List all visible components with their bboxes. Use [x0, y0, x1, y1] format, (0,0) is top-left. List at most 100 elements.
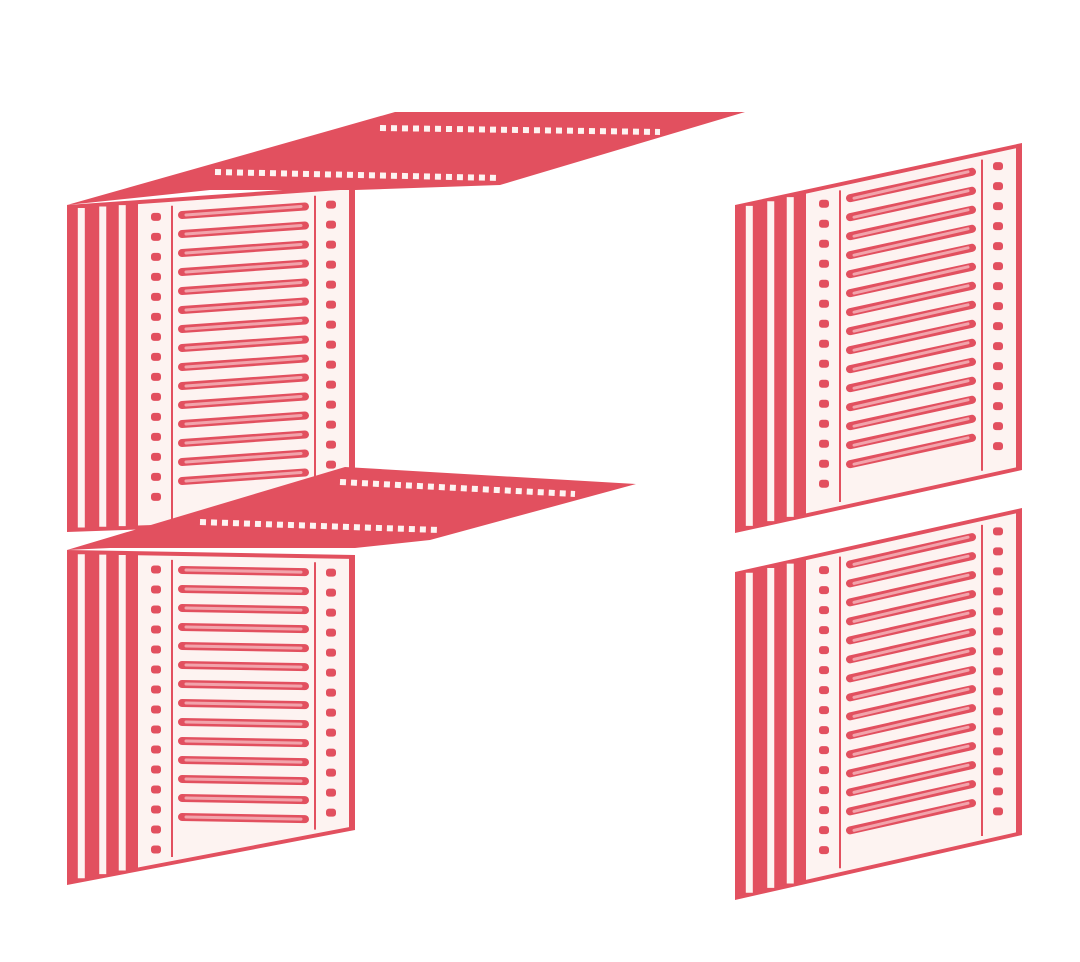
sprocket-hole	[819, 319, 829, 328]
sprocket-hole	[151, 352, 161, 361]
sprocket-hole	[326, 768, 336, 777]
sprocket-hole	[326, 748, 336, 757]
print-line-highlight	[852, 208, 970, 238]
sprocket-hole	[326, 608, 336, 617]
print-line-highlight	[184, 587, 303, 593]
sprocket-hole	[151, 492, 161, 501]
sprocket-hole	[326, 688, 336, 697]
sprocket-hole	[819, 806, 829, 815]
sprocket-hole	[151, 565, 161, 574]
sprocket-hole	[151, 292, 161, 301]
sprocket-hole	[993, 362, 1003, 371]
sprocket-hole	[993, 202, 1003, 211]
sprocket-hole	[326, 200, 336, 209]
sprocket-hole	[326, 808, 336, 817]
sprocket-hole	[819, 766, 829, 775]
sprocket-hole	[326, 588, 336, 597]
sprocket-hole	[326, 300, 336, 309]
sprocket-hole	[993, 322, 1003, 331]
sprocket-hole	[151, 392, 161, 401]
print-line-highlight	[184, 394, 303, 407]
print-line-highlight	[184, 413, 303, 426]
sprocket-hole	[326, 260, 336, 269]
print-line-highlight	[852, 630, 970, 661]
print-line-highlight	[184, 682, 303, 688]
print-line-highlight	[184, 758, 303, 764]
sprocket-hole	[993, 687, 1003, 696]
sprocket-hole	[993, 747, 1003, 756]
sprocket-hole	[819, 479, 829, 488]
print-line-highlight	[184, 625, 303, 631]
print-line-highlight	[852, 763, 970, 794]
sprocket-hole	[151, 785, 161, 794]
sprocket-hole	[819, 826, 829, 835]
sprocket-hole	[151, 452, 161, 461]
paper-face	[138, 555, 349, 868]
sprocket-hole	[151, 685, 161, 694]
sprocket-hole	[993, 707, 1003, 716]
sprocket-hole	[326, 568, 336, 577]
sprocket-hole	[151, 725, 161, 734]
print-line-highlight	[852, 436, 970, 466]
sprocket-hole	[151, 625, 161, 634]
print-line-highlight	[184, 470, 303, 483]
print-line-highlight	[184, 644, 303, 650]
sprocket-hole	[326, 728, 336, 737]
print-line-highlight	[852, 284, 970, 314]
print-line-highlight	[184, 720, 303, 726]
sprocket-hole	[326, 280, 336, 289]
print-line-highlight	[184, 432, 303, 445]
sprocket-hole	[326, 360, 336, 369]
sprocket-hole	[819, 199, 829, 208]
sprocket-hole	[326, 420, 336, 429]
sprocket-hole	[819, 746, 829, 755]
sprocket-hole	[819, 399, 829, 408]
sprocket-hole	[993, 302, 1003, 311]
letter-f-top-arm	[67, 112, 745, 205]
print-line-highlight	[852, 687, 970, 718]
sprocket-hole	[151, 472, 161, 481]
sprocket-hole	[819, 379, 829, 388]
sprocket-hole	[326, 320, 336, 329]
print-line-highlight	[852, 668, 970, 699]
sprocket-hole	[326, 340, 336, 349]
sprocket-hole	[993, 547, 1003, 556]
sprocket-hole	[819, 566, 829, 575]
bar-perforation	[379, 125, 661, 135]
sprocket-hole	[819, 586, 829, 595]
sprocket-hole	[151, 705, 161, 714]
sprocket-hole	[993, 342, 1003, 351]
print-line-highlight	[852, 611, 970, 642]
print-line-highlight	[852, 189, 970, 219]
print-line-highlight	[184, 223, 303, 236]
sprocket-hole	[819, 259, 829, 268]
sprocket-hole	[326, 788, 336, 797]
sprocket-hole	[151, 605, 161, 614]
print-line-highlight	[184, 568, 303, 574]
sprocket-hole	[993, 527, 1003, 536]
print-line-highlight	[852, 725, 970, 756]
sprocket-hole	[993, 422, 1003, 431]
sprocket-hole	[151, 432, 161, 441]
print-line-highlight	[184, 796, 303, 802]
sprocket-hole	[326, 400, 336, 409]
print-line-highlight	[184, 337, 303, 350]
sprocket-hole	[819, 786, 829, 795]
sprocket-hole	[993, 647, 1003, 656]
print-line-highlight	[184, 815, 303, 821]
print-line-highlight	[184, 739, 303, 745]
sprocket-hole	[151, 412, 161, 421]
letter-i-upper-block	[735, 143, 1022, 533]
sprocket-hole	[326, 708, 336, 717]
letter-i-lower-block	[735, 508, 1022, 900]
print-line-highlight	[184, 299, 303, 312]
sprocket-hole	[151, 645, 161, 654]
sprocket-hole	[151, 585, 161, 594]
sprocket-hole	[993, 567, 1003, 576]
sprocket-hole	[151, 825, 161, 834]
sprocket-hole	[993, 587, 1003, 596]
print-line-highlight	[852, 398, 970, 428]
sprocket-hole	[819, 686, 829, 695]
sprocket-hole	[151, 372, 161, 381]
